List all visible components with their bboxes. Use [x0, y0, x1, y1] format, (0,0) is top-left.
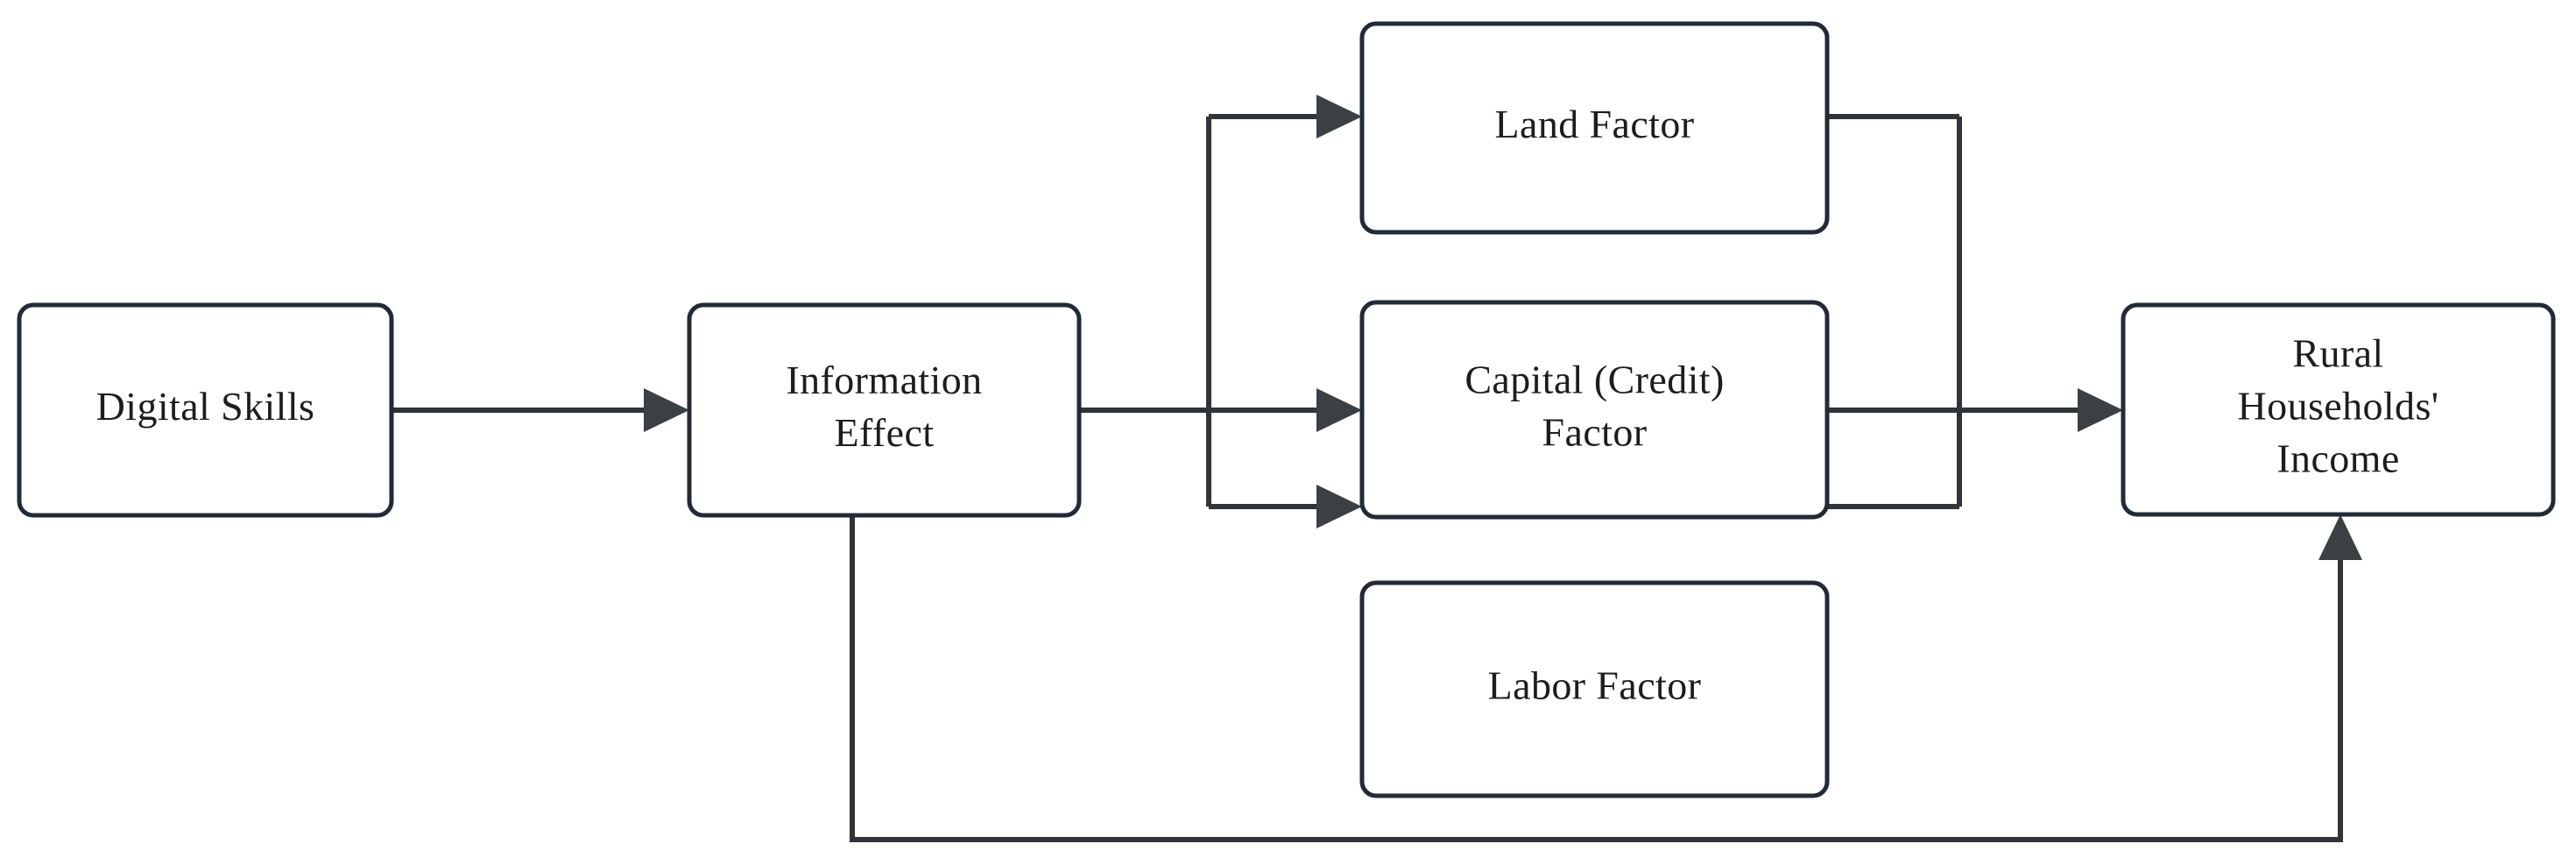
- edge-branch-to-capital-factor: [1209, 388, 1362, 432]
- arrowhead-icon: [1316, 485, 1362, 528]
- node-label: Land Factor: [1495, 102, 1695, 146]
- node-label: Digital Skills: [96, 384, 315, 429]
- node-label-line: Information: [786, 358, 982, 402]
- node-box[interactable]: [1359, 580, 1830, 798]
- node-label: Labor Factor: [1488, 663, 1702, 707]
- node-capital-credit-factor[interactable]: Capital (Credit) Factor: [1359, 300, 1830, 520]
- edge-information-effect-to-rural-income-direct: [850, 514, 2362, 842]
- node-box[interactable]: [2121, 302, 2556, 517]
- node-label-line: Rural: [2292, 330, 2383, 375]
- node-labor-factor[interactable]: Labor Factor: [1359, 580, 1830, 798]
- node-label-line: Factor: [1542, 409, 1648, 454]
- node-label-line: Households': [2238, 383, 2439, 428]
- node-box[interactable]: [1359, 300, 1830, 520]
- edge-branch-to-land-factor: [1209, 95, 1362, 138]
- node-label: Capital (Credit) Factor: [1464, 357, 1724, 454]
- edge-digital-skills-to-information-effect: [392, 388, 689, 432]
- edge-branch-to-labor-factor: [1209, 485, 1362, 528]
- edges-layer: [392, 95, 2362, 842]
- node-label-line: Labor Factor: [1488, 663, 1702, 707]
- arrowhead-icon: [1316, 388, 1362, 432]
- arrowhead-icon: [1316, 95, 1362, 138]
- edge-capital-factor-to-rural-income: [1827, 388, 2123, 432]
- node-box[interactable]: [17, 302, 394, 518]
- node-box[interactable]: [1359, 21, 1830, 235]
- edge-path: [850, 515, 2343, 842]
- node-label-line: Digital Skills: [96, 384, 315, 429]
- node-label-line: Income: [2276, 436, 2399, 480]
- node-box[interactable]: [687, 302, 1082, 518]
- node-label-line: Land Factor: [1495, 102, 1695, 146]
- node-label-line: Capital (Credit): [1464, 357, 1724, 401]
- node-land-factor[interactable]: Land Factor: [1359, 21, 1830, 235]
- node-label-line: Effect: [835, 410, 935, 455]
- arrowhead-icon: [644, 388, 689, 432]
- arrowhead-icon: [2318, 514, 2362, 560]
- node-digital-skills[interactable]: Digital Skills: [17, 302, 394, 518]
- arrowhead-icon: [2078, 388, 2123, 432]
